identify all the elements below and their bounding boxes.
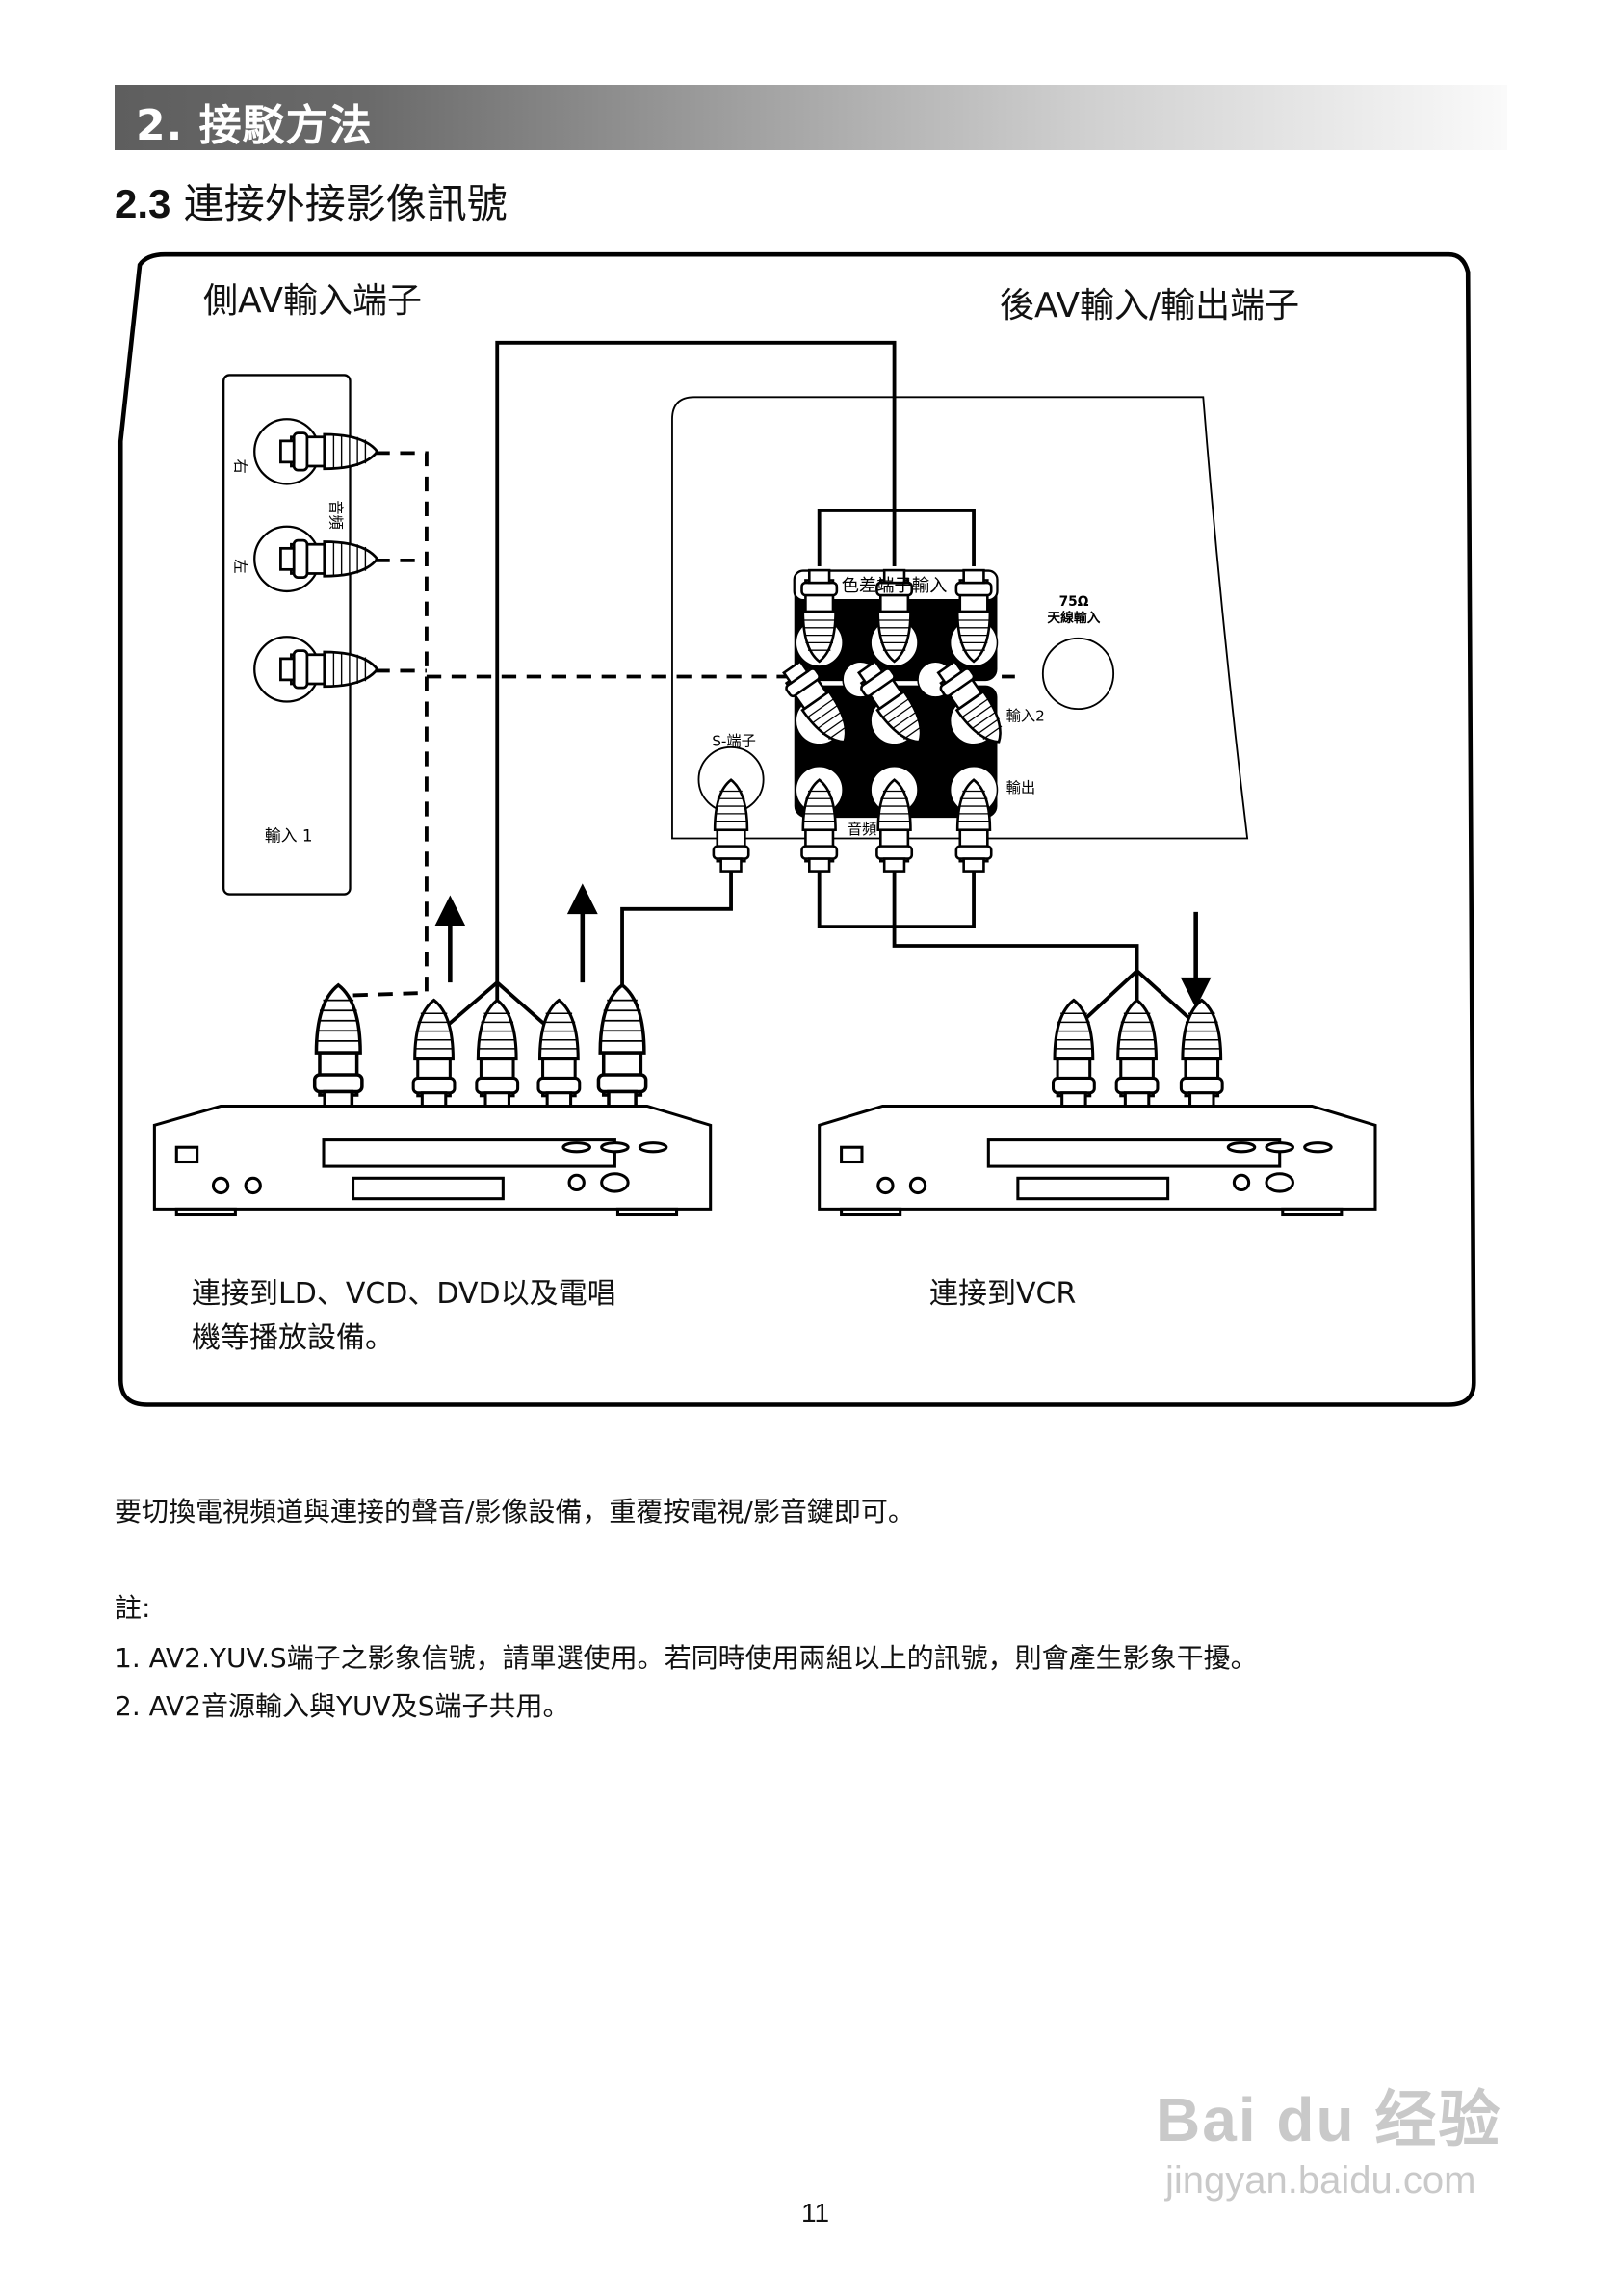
caption-player-line2: 機等播放設備。 bbox=[192, 1321, 394, 1355]
page-number: 11 bbox=[801, 2198, 830, 2228]
signal-arrows bbox=[434, 883, 1212, 1008]
section-title: 2.3 連接外接影像訊號 bbox=[115, 171, 508, 230]
side-audio-label: 音頻 bbox=[327, 500, 345, 530]
note-item: 2. AV2音源輸入與YUV及S端子共用。 bbox=[115, 1690, 570, 1722]
baidu-watermark: Bai du 经验 jingyan.baidu.com bbox=[1156, 2071, 1501, 2203]
rear-panel bbox=[671, 396, 1249, 840]
side-av-title: 側AV輸入端子 bbox=[203, 281, 422, 321]
side-av-panel bbox=[222, 374, 352, 896]
note-item: 1. AV2.YUV.S端子之影象信號，請單選使用。若同時使用兩組以上的訊號，則… bbox=[115, 1642, 1258, 1674]
component-input-label: 色差端子輸入 bbox=[842, 576, 948, 596]
caption-player-line1: 連接到LD、VCD、DVD以及電唱 bbox=[192, 1277, 616, 1311]
caption-vcr: 連接到VCR bbox=[929, 1277, 1077, 1311]
player-device bbox=[152, 1104, 713, 1217]
antenna-label: 天線輸入 bbox=[1047, 610, 1100, 626]
input1-label: 輸入 1 bbox=[265, 826, 313, 846]
watermark-url: jingyan.baidu.com bbox=[1165, 2159, 1476, 2202]
side-jacks bbox=[253, 418, 379, 703]
side-right-label: 右 bbox=[231, 458, 248, 473]
vcr-plugs bbox=[1051, 998, 1224, 1109]
cables bbox=[432, 340, 1204, 1039]
av1-dashed-cables bbox=[338, 451, 1015, 998]
rear-av-title: 後AV輸入/輸出端子 bbox=[1000, 286, 1300, 326]
side-left-label: 左 bbox=[231, 559, 248, 573]
diagram-frame bbox=[117, 251, 1476, 1407]
input2-label: 輸入2 bbox=[1006, 707, 1045, 724]
vcr-device bbox=[818, 1104, 1377, 1217]
instruction-text: 要切換電視頻道與連接的聲音/影像設備，重覆按電視/影音鍵即可。 bbox=[115, 1496, 915, 1527]
antenna-ohm-label: 75Ω bbox=[1059, 594, 1089, 610]
section-number: 2.3 bbox=[115, 181, 171, 226]
output-label: 輸出 bbox=[1006, 779, 1036, 796]
s-terminal-label: S-端子 bbox=[712, 732, 756, 749]
chapter-header-bar: 2. 接駁方法 bbox=[115, 85, 1507, 150]
av2-block bbox=[794, 685, 998, 819]
notes-heading: 註: bbox=[115, 1592, 151, 1624]
chapter-title: 2. 接駁方法 bbox=[136, 101, 373, 150]
rear-audio-label: 音頻 bbox=[848, 821, 877, 838]
section-title-text: 連接外接影像訊號 bbox=[183, 180, 508, 227]
antenna-jack bbox=[1041, 637, 1115, 711]
player-plugs bbox=[312, 983, 648, 1110]
watermark-logo: Bai du 经验 bbox=[1156, 2085, 1502, 2154]
